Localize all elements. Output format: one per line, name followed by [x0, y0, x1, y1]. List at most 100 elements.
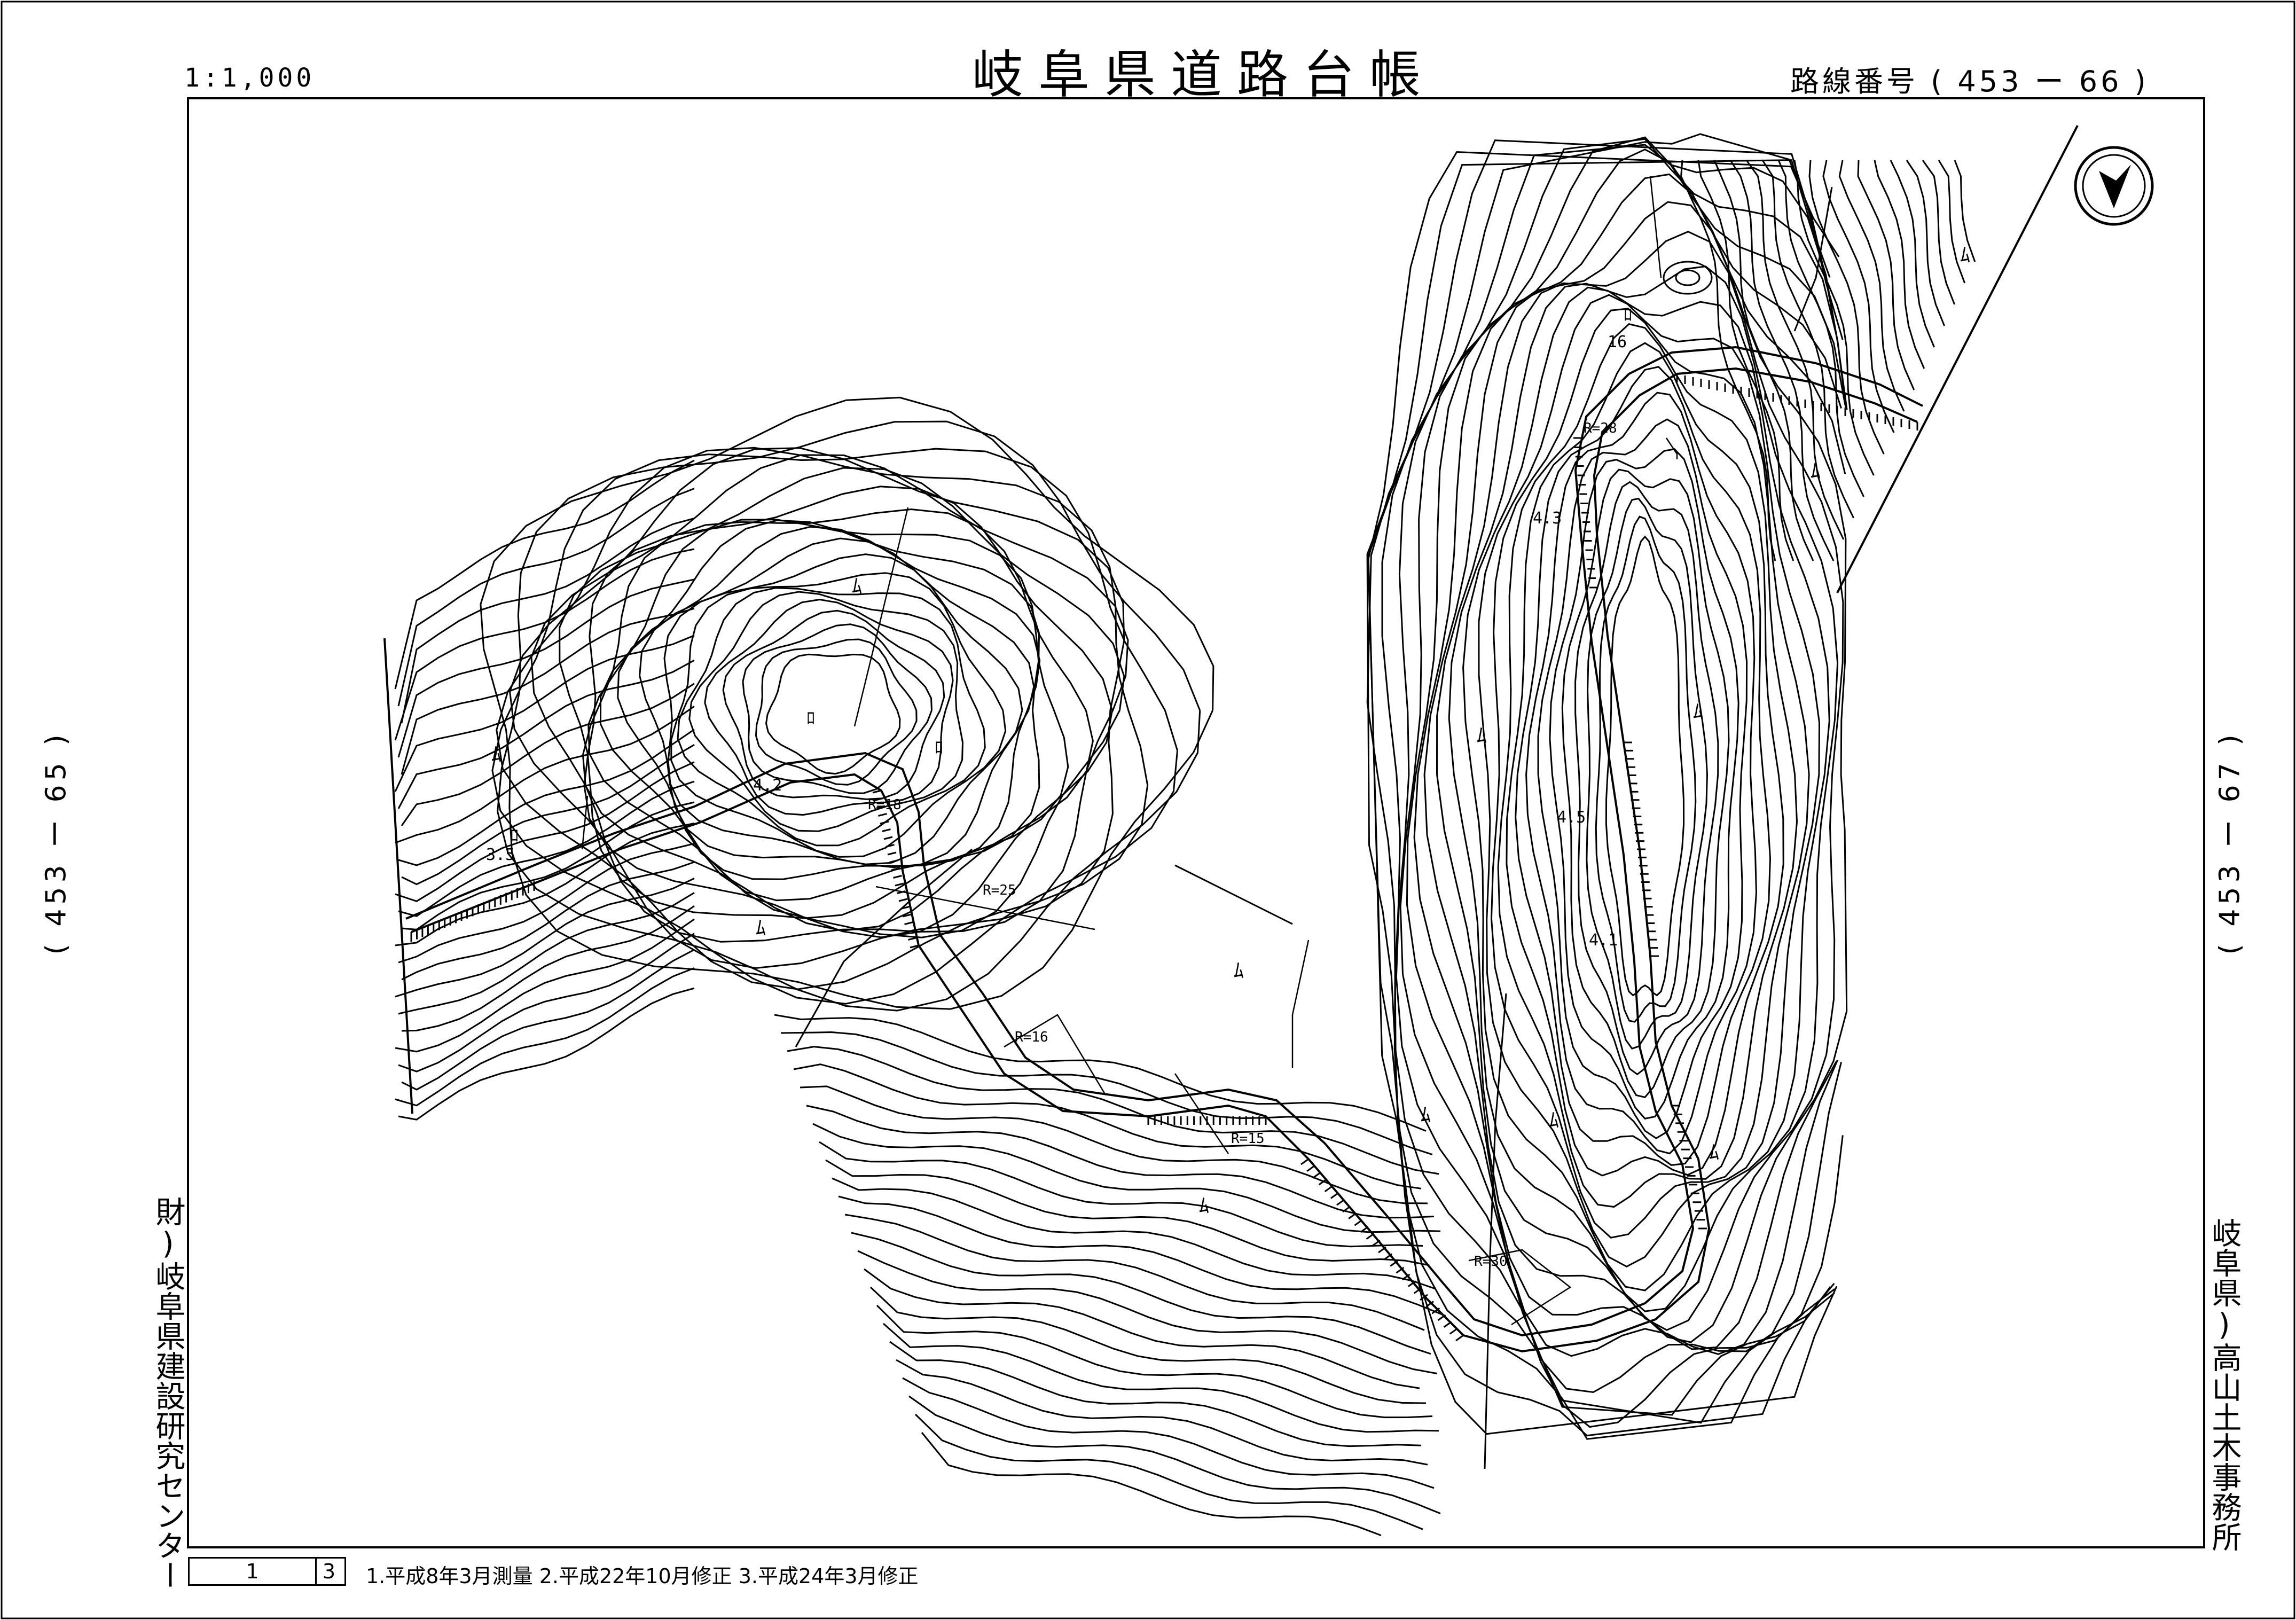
- hatch-mark: [891, 867, 900, 871]
- streams: [795, 186, 1833, 1469]
- contour-line: [1399, 136, 1846, 1394]
- contour-line: [832, 1177, 1436, 1290]
- sheet-cut-line: [1836, 125, 2079, 593]
- field-symbol: ﾛ: [510, 825, 519, 846]
- contour-line: [398, 933, 695, 1073]
- road-width-labels: 4.2 4.3 4.5 4.1 3.5 16: [486, 333, 1627, 950]
- contour-line: [1680, 160, 1776, 561]
- north-arrow-icon: [2074, 146, 2154, 226]
- contour-line: [774, 1014, 1427, 1132]
- hatch-mark: [1414, 1287, 1422, 1294]
- contour-line: [1874, 160, 1925, 369]
- hatch-mark: [883, 836, 893, 840]
- contour-line: [1413, 173, 1846, 1350]
- hatch-mark: [882, 828, 891, 832]
- contour-line: [509, 447, 1125, 969]
- hatch-mark: [904, 921, 913, 925]
- field-symbol: ﾛ: [935, 737, 943, 757]
- sheet-total: 3: [322, 1560, 336, 1583]
- width-label: 3.5: [486, 846, 515, 864]
- contour-line: [838, 1195, 1443, 1316]
- contour-line: [869, 1286, 1427, 1404]
- revision-history: 1.平成8年3月測量 2.平成22年10月修正 3.平成24年3月修正: [366, 1564, 919, 1588]
- contour-line: [1729, 160, 1835, 561]
- contour-line: [1395, 138, 1847, 1428]
- contour-line: [1697, 160, 1795, 561]
- contour-line: [704, 598, 954, 816]
- contour-line: [1497, 323, 1798, 1208]
- contour-line: [1777, 160, 1864, 497]
- contour-line: [914, 1413, 1423, 1530]
- contour-line: [582, 508, 1094, 932]
- hatch-mark: [1300, 1158, 1309, 1165]
- contour-line: [1423, 201, 1848, 1343]
- route-number: 路線番号 ( 453 ー 66 ): [1790, 65, 2149, 98]
- contour-line: [1515, 366, 1772, 1166]
- survey-lines: [581, 176, 1678, 1326]
- contour-line: [394, 548, 695, 741]
- contour-line: [583, 486, 1113, 938]
- hatch-mark: [1449, 1328, 1458, 1335]
- contour-line: [1838, 160, 1905, 412]
- contour-line: [1938, 160, 1966, 284]
- contour-line: [1366, 133, 1839, 1424]
- contour-line: [398, 842, 695, 964]
- hatch-mark: [1407, 1280, 1416, 1287]
- vegetation-symbol: ﾑ: [1477, 724, 1487, 747]
- contour-line: [896, 1359, 1428, 1466]
- vegetation-symbol: ﾑ: [1960, 243, 1970, 267]
- hatch-mark: [1443, 1321, 1452, 1328]
- contour-line: [1366, 139, 1844, 1440]
- hatch-mark: [1312, 1172, 1321, 1179]
- contour-line: [1478, 294, 1821, 1267]
- hatch-mark: [1336, 1199, 1345, 1206]
- contour-line: [401, 949, 695, 1091]
- curve-label: R=25: [983, 882, 1016, 898]
- contour-line: [530, 454, 1129, 943]
- contour-line: [670, 572, 1007, 858]
- hatch-mark: [1425, 1301, 1435, 1308]
- contour-line: [401, 518, 695, 724]
- contour-line: [889, 1341, 1422, 1447]
- contour-line: [395, 761, 695, 902]
- contour-line: [397, 488, 695, 707]
- contour-line: [722, 609, 945, 800]
- contour-line: [1525, 392, 1758, 1155]
- hatch-mark: [1372, 1240, 1381, 1247]
- contour-line: [1367, 159, 1835, 1437]
- contour-line: [677, 587, 986, 847]
- contour-line: [401, 683, 695, 826]
- contour-line: [1574, 481, 1719, 1076]
- hatch-mark: [898, 898, 908, 902]
- width-label: 4.1: [1589, 931, 1618, 950]
- road-edge-south: [411, 367, 1918, 1353]
- contour-line: [1448, 265, 1839, 1312]
- contour-line: [883, 1322, 1439, 1433]
- contour-line: [497, 420, 1201, 1012]
- hatch-mark: [895, 882, 904, 887]
- contour-line: [876, 1304, 1433, 1419]
- contour-line: [1490, 308, 1810, 1239]
- vegetation-symbol: ﾑ: [1549, 1108, 1559, 1132]
- scale-label: 1:1,000: [184, 63, 315, 93]
- road: [405, 346, 1923, 1353]
- contour-line: [844, 1214, 1425, 1331]
- contour-line: [401, 744, 695, 886]
- contour-line: [398, 729, 695, 866]
- vegetation-symbol: ﾑ: [1199, 1194, 1209, 1217]
- contour-line: [902, 1377, 1435, 1489]
- vegetation-symbols: ﾑ ﾑ ﾑ ﾑ ﾑ ﾑ ﾑ ﾑ ﾑ ﾑ ﾑ ﾑ: [491, 243, 1970, 1217]
- map-frame: [187, 97, 2205, 1548]
- contour-line: [851, 1232, 1431, 1355]
- hatch-mark: [1330, 1192, 1339, 1199]
- vegetation-symbol: ﾑ: [1811, 459, 1821, 483]
- curve-label: R=30: [1474, 1254, 1508, 1270]
- field-symbol: ﾛ: [1624, 304, 1632, 325]
- hatch-mark: [1378, 1246, 1386, 1254]
- hatch-mark: [1431, 1307, 1440, 1314]
- contour-line: [787, 1046, 1439, 1175]
- contour-line: [1367, 151, 1840, 1435]
- contour-line: [599, 519, 1040, 902]
- road-edge-north: [405, 346, 1923, 1337]
